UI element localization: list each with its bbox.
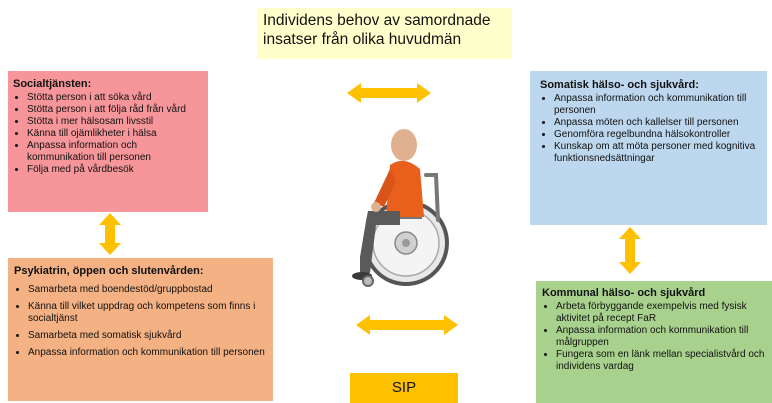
somatisk-box: Somatisk hälso- och sjukvård: Anpassa in… (530, 71, 767, 225)
socialtjansten-box: Socialtjänsten: Stötta person i att söka… (8, 71, 208, 212)
double-arrow-bottom-icon (356, 315, 458, 335)
sip-label: SIP (350, 373, 458, 403)
list-item: Stötta i mer hälsosam livsstil (27, 116, 204, 128)
socialtjansten-list: Stötta person i att söka vård Stötta per… (13, 92, 204, 176)
list-item: Stötta person i att söka vård (27, 92, 204, 104)
list-item: Samarbeta med boendestöd/gruppbostad (28, 284, 269, 296)
wheelchair-user-icon (352, 129, 449, 287)
list-item: Känna till vilket uppdrag och kompetens … (28, 301, 269, 325)
list-item: Kunskap om att möta personer med kogniti… (554, 141, 763, 165)
list-item: Anpassa information och kommunikation ti… (27, 140, 204, 164)
list-item: Anpassa möten och kallelser till persone… (554, 117, 763, 129)
psykiatrin-list: Samarbeta med boendestöd/gruppbostad Kän… (14, 284, 269, 359)
title-line-1: Individens behov av samordnade (263, 12, 491, 29)
kommunal-heading: Kommunal hälso- och sjukvård (542, 287, 706, 299)
list-item: Anpassa information och kommunikation ti… (554, 93, 763, 117)
somatisk-heading: Somatisk hälso- och sjukvård: (540, 79, 699, 91)
psykiatrin-box: Psykiatrin, öppen och slutenvården: Sama… (8, 258, 273, 401)
double-arrow-left-vertical-icon (99, 213, 121, 255)
list-item: Följa med på vårdbesök (27, 164, 204, 176)
double-arrow-right-vertical-icon (619, 227, 641, 274)
list-item: Känna till ojämlikheter i hälsa (27, 128, 204, 140)
list-item: Anpassa information och kommunikation ti… (28, 347, 269, 359)
list-item: Stötta person i att följa råd från vård (27, 104, 204, 116)
list-item: Samarbeta med somatisk sjukvård (28, 330, 269, 342)
kommunal-box: Kommunal hälso- och sjukvård Arbeta förb… (536, 281, 772, 403)
psykiatrin-heading: Psykiatrin, öppen och slutenvården: (14, 265, 204, 277)
title-line-2: insatser från olika huvudmän (263, 31, 462, 48)
list-item: Genomföra regelbundna hälsokontroller (554, 129, 763, 141)
title-box: Individens behov av samordnade insatser … (257, 8, 512, 59)
kommunal-list: Arbeta förbyggande exempelvis med fysisk… (542, 301, 770, 373)
double-arrow-top-icon (347, 83, 431, 103)
list-item: Fungera som en länk mellan specialistvår… (556, 349, 770, 373)
list-item: Arbeta förbyggande exempelvis med fysisk… (556, 301, 770, 325)
list-item: Anpassa information och kommunikation ti… (556, 325, 770, 349)
socialtjansten-heading: Socialtjänsten: (13, 78, 92, 90)
somatisk-list: Anpassa information och kommunikation ti… (540, 93, 763, 165)
